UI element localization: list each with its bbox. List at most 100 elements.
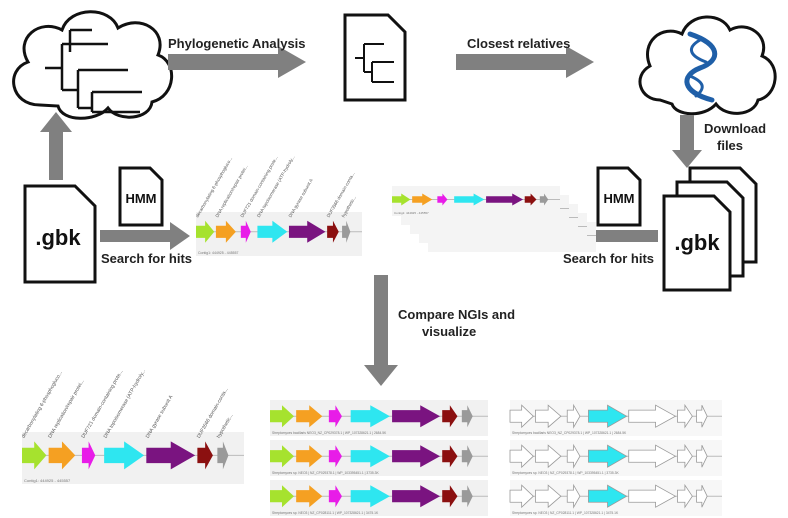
- gene-arrow: [328, 405, 342, 428]
- gene-arrow: [296, 445, 323, 468]
- gene-label: DNA topoisomerase (ATP-hydroly...: [103, 368, 147, 439]
- gene-arrow: [677, 443, 693, 469]
- gene-arrow: [588, 484, 628, 508]
- gene-label: DUF3566 domain-conta...: [326, 171, 356, 218]
- dna-helix-icon: [684, 31, 718, 103]
- gbk-label-right: .gbk: [674, 230, 720, 255]
- gene-arrow: [342, 220, 351, 243]
- gene-map-detail: decarbonylating 6-phosphogluco...DNA rep…: [21, 368, 244, 484]
- gene-arrow: [412, 193, 433, 206]
- gene-arrow: [270, 405, 294, 428]
- genome-database-cloud: [638, 15, 777, 116]
- gene-arrow: [696, 405, 708, 428]
- gbk-document-left: [23, 184, 97, 284]
- gene-arrow: [22, 441, 47, 470]
- gbk-file-left: [23, 184, 97, 284]
- arrow-closest-relatives: [456, 46, 594, 78]
- gene-arrow: [270, 485, 294, 508]
- gene-map-caption: Streptomyces sp. NEO3 | NZ_CP029378.1 | …: [272, 471, 379, 475]
- gene-map-caption: Contig1: 444925 - 445557: [394, 211, 429, 215]
- phylo-tree-icon: [45, 28, 142, 114]
- gene-map-caption: Streptomyces bacillaris NEO3_NZ_CP029378…: [272, 431, 387, 435]
- gene-arrow: [257, 220, 288, 243]
- hmm-document-right: [596, 166, 642, 227]
- gene-arrow: [677, 483, 693, 509]
- gene-arrow: [588, 444, 628, 468]
- gene-arrow: [392, 405, 441, 428]
- gene-map-caption: Contig1: 444925 - 445557: [24, 478, 71, 483]
- arrow-search-hits-right: [574, 222, 658, 250]
- gene-arrow: [566, 483, 581, 509]
- gbk-label-left: .gbk: [35, 225, 81, 250]
- gene-arrow: [196, 220, 215, 243]
- arrow-search-hits-left: [100, 222, 190, 250]
- gene-map-caption: Streptomyces sp. NEO3 | NZ_CP029378.1 | …: [512, 471, 619, 475]
- gene-map-compare-gray-2: Streptomyces sp. NEO3 | NZ_CP028111.1 | …: [509, 480, 722, 516]
- gene-label: decarbonylating 6-phosphogluco...: [195, 156, 234, 218]
- label-download-line1: Download: [704, 121, 767, 136]
- gene-arrow: [328, 485, 342, 508]
- gene-arrow: [509, 484, 534, 509]
- arrow-compare-ngis: [364, 275, 398, 386]
- label-closest-relatives: Closest relatives: [467, 36, 571, 51]
- gene-arrow: [535, 404, 562, 429]
- gbk-document-front: [662, 194, 732, 292]
- gene-arrow: [197, 441, 213, 470]
- gene-arrow: [524, 193, 537, 206]
- tree-database-cloud: [12, 10, 174, 120]
- gene-arrow: [217, 441, 229, 470]
- gene-arrow: [350, 445, 390, 468]
- gene-arrow: [509, 404, 534, 429]
- gene-arrow: [392, 485, 441, 508]
- gene-arrow: [146, 441, 196, 470]
- gene-arrow: [696, 485, 708, 508]
- gene-arrow: [392, 193, 411, 206]
- label-download-line2: files: [717, 138, 744, 153]
- gene-arrow: [535, 444, 562, 469]
- hmm-file-right: [596, 166, 642, 227]
- gene-arrow: [696, 445, 708, 468]
- hmm-file-left: [118, 166, 164, 227]
- gene-arrow: [104, 441, 145, 470]
- gene-map-caption: Streptomyces sp. NEO3 | NZ_CP028111.1 | …: [272, 511, 379, 515]
- gene-arrow: [677, 403, 693, 429]
- label-compare-line1: Compare NGIs and: [398, 307, 516, 322]
- hmm-label-left: HMM: [125, 191, 156, 206]
- gene-arrow: [454, 193, 485, 206]
- gene-arrow: [327, 220, 339, 243]
- gene-arrow: [539, 193, 549, 206]
- gene-arrow: [442, 445, 458, 468]
- gene-arrow: [566, 443, 581, 469]
- gene-map-caption: Contig1: 444925 - 445557: [198, 251, 239, 255]
- gene-map-compare-gray-0: Streptomyces bacillaris NEO3_NZ_CP029378…: [509, 400, 722, 436]
- gene-map-compare-color-0: Streptomyces bacillaris NEO3_NZ_CP029378…: [270, 400, 488, 436]
- gene-map-compare-gray-1: Streptomyces sp. NEO3 | NZ_CP029378.1 | …: [509, 440, 722, 476]
- gene-arrow: [328, 445, 342, 468]
- gene-arrow: [442, 405, 458, 428]
- gene-map-caption: Streptomyces sp. NEO3 | NZ_CP028111.1 | …: [512, 511, 619, 515]
- gene-arrow: [270, 445, 294, 468]
- label-search-hits-left: Search for hits: [101, 251, 193, 266]
- gene-arrow: [509, 444, 534, 469]
- gene-map-caption: Streptomyces bacillaris NEO3_NZ_CP029378…: [512, 431, 627, 435]
- gene-arrow: [296, 405, 323, 428]
- arrow-phylogenetic-analysis: [168, 46, 306, 78]
- gene-arrow: [350, 405, 390, 428]
- gene-arrow: [48, 441, 76, 470]
- gene-map-compare-color-2: Streptomyces sp. NEO3 | NZ_CP028111.1 | …: [270, 480, 488, 516]
- gene-arrow: [566, 403, 581, 429]
- tree-document: [343, 13, 407, 102]
- gene-map-single-hit: decarbonylating 6-phosphogluco...DNA rep…: [195, 155, 362, 256]
- gene-arrow: [461, 445, 473, 468]
- gene-arrow: [628, 484, 677, 508]
- gene-map-panels: decarbonylating 6-phosphogluco...DNA rep…: [21, 155, 722, 516]
- hmm-label-right: HMM: [603, 191, 634, 206]
- arrow-download-files: [672, 115, 702, 168]
- gene-arrow: [288, 220, 326, 243]
- gene-arrow: [461, 485, 473, 508]
- gene-arrow: [461, 405, 473, 428]
- hmm-document-left: [118, 166, 164, 227]
- label-compare-line2: visualize: [422, 324, 477, 339]
- gene-arrow: [215, 220, 236, 243]
- gene-arrow: [437, 193, 448, 206]
